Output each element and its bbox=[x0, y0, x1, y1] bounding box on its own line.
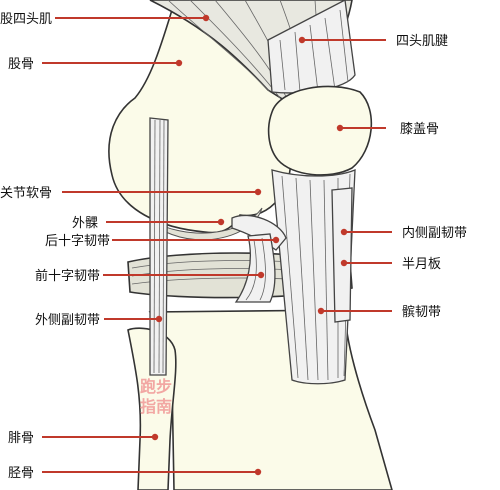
lateral-collateral-fibers bbox=[153, 119, 165, 374]
tendon-fibers bbox=[279, 9, 349, 93]
label-femur: 股骨 bbox=[8, 57, 34, 72]
callout-lateral-collateral-ligament: 外侧副韧带 bbox=[35, 313, 163, 328]
callout-fibula: 腓骨 bbox=[8, 430, 159, 446]
watermark-line1: 跑步 bbox=[140, 377, 172, 396]
callout-anterior-cruciate-ligament: 前十字韧带 bbox=[35, 268, 265, 284]
label-articular-cartilage: 关节软骨 bbox=[0, 186, 52, 201]
callout-quadriceps-femoris: 股四头肌 bbox=[0, 12, 210, 27]
medial-collateral-shape bbox=[331, 187, 353, 323]
callout-meniscus: 半月板 bbox=[340, 257, 441, 272]
patella-shape bbox=[267, 85, 373, 176]
label-lateral-collateral-ligament: 外侧副韧带 bbox=[35, 313, 100, 328]
label-posterior-cruciate-ligament: 后十字韧带 bbox=[45, 234, 110, 249]
callout-medial-collateral-ligament: 内侧副韧带 bbox=[340, 225, 467, 241]
posterior-cruciate-shape bbox=[231, 214, 287, 251]
callout-tibia: 胫骨 bbox=[8, 466, 262, 481]
label-tibia: 胫骨 bbox=[8, 466, 34, 481]
label-fibula: 腓骨 bbox=[8, 430, 34, 446]
label-anterior-cruciate-ligament: 前十字韧带 bbox=[35, 268, 100, 284]
callout-lateral-condyle: 外髁 bbox=[72, 216, 225, 231]
label-patellar-ligament: 髌韧带 bbox=[402, 304, 441, 320]
anterior-cruciate-shape bbox=[234, 233, 276, 303]
label-quadriceps-tendon: 四头肌腱 bbox=[396, 34, 448, 49]
watermark-line2: 指南 bbox=[140, 397, 172, 416]
callout-quadriceps-tendon: 四头肌腱 bbox=[298, 34, 448, 49]
label-meniscus: 半月板 bbox=[402, 257, 441, 272]
callout-patella: 膝盖骨 bbox=[336, 122, 439, 137]
tibia-shape bbox=[148, 309, 393, 490]
label-medial-collateral-ligament: 内侧副韧带 bbox=[402, 225, 467, 241]
callout-posterior-cruciate-ligament: 后十字韧带 bbox=[45, 234, 280, 249]
label-patella: 膝盖骨 bbox=[400, 122, 439, 137]
callout-femur: 股骨 bbox=[8, 57, 183, 72]
label-quadriceps-femoris: 股四头肌 bbox=[0, 12, 52, 27]
callout-articular-cartilage: 关节软骨 bbox=[0, 186, 262, 201]
label-lateral-condyle: 外髁 bbox=[72, 216, 98, 231]
callout-patellar-ligament: 髌韧带 bbox=[317, 304, 441, 320]
cruciate-fibers bbox=[245, 237, 266, 301]
